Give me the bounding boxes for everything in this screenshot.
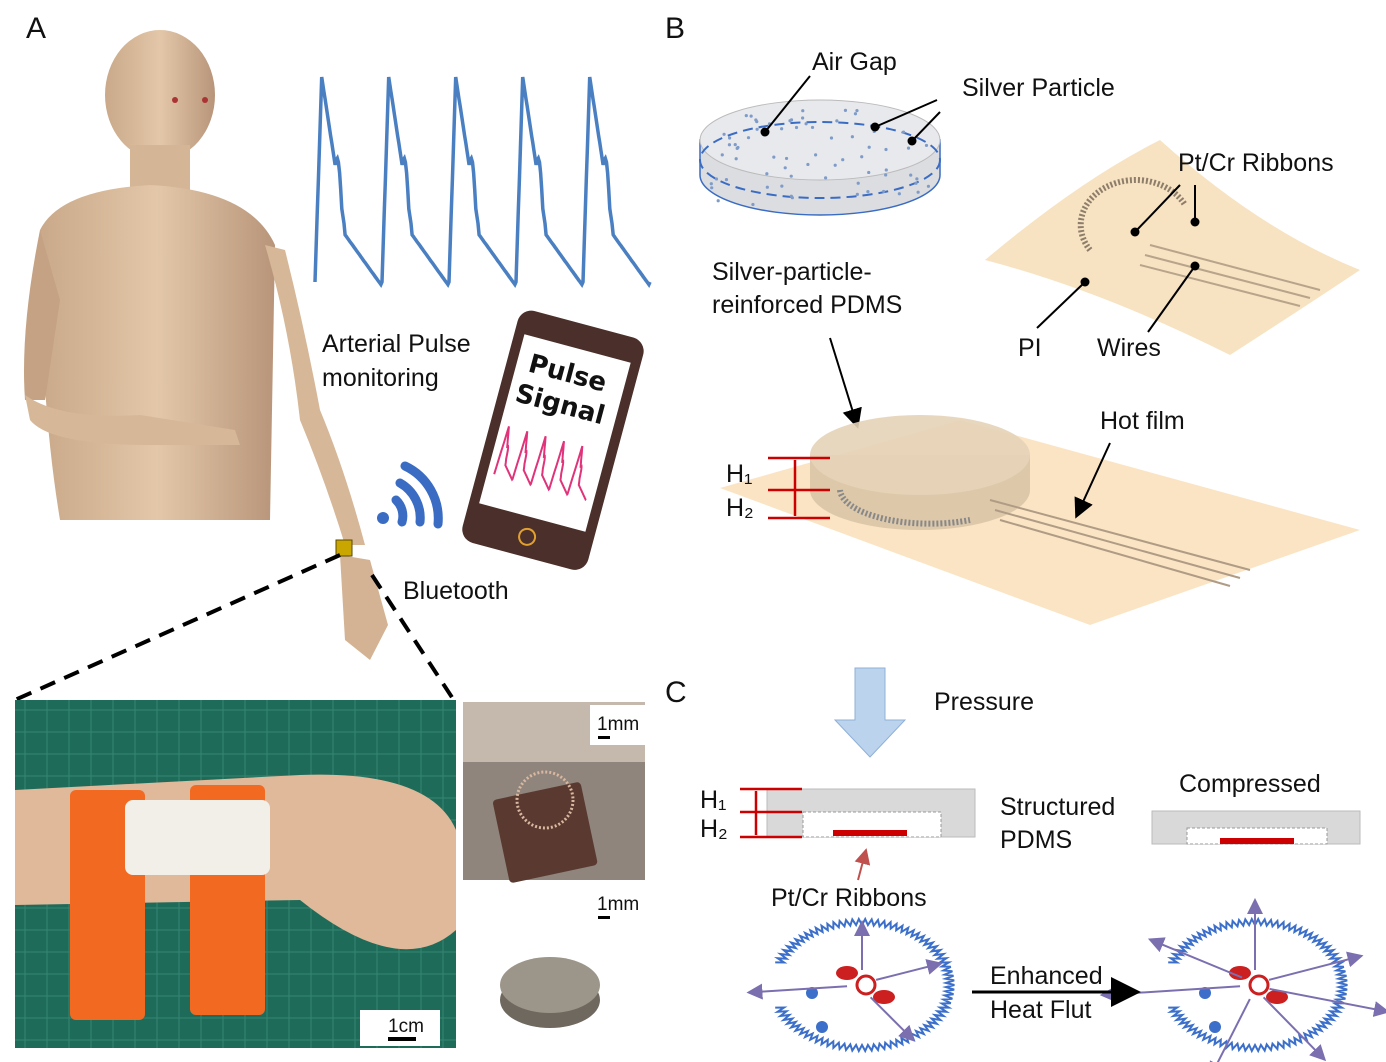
wristband-photo: 1cm (15, 700, 456, 1048)
enhanced-label-line1: Enhanced (990, 962, 1103, 990)
ribbon-bar (833, 830, 907, 836)
heat-flux-arrow (748, 986, 847, 992)
contact-pad (816, 1021, 828, 1033)
scale-label-sensor: 1mm (597, 714, 639, 735)
zoom-line-left (15, 555, 340, 700)
pressure-label: Pressure (934, 688, 1034, 716)
pdms-cylinder (700, 100, 940, 215)
h2-label-b: H₂ (726, 494, 754, 522)
heat-flux-arrow (1269, 956, 1361, 980)
contact-pad (1209, 1021, 1221, 1033)
heat-flux-arrow (876, 963, 941, 979)
pulse-waveform (315, 77, 650, 285)
enhanced-label-line2: Heat Flut (990, 996, 1091, 1024)
heat-flux-arrow (1150, 939, 1242, 977)
scale-label-disc: 1mm (597, 894, 639, 915)
phone: Pulse Signal (459, 308, 647, 573)
structured-pdms-section (740, 789, 975, 837)
h2-label-c: H₂ (700, 815, 728, 843)
bluetooth-label: Bluetooth (403, 577, 509, 605)
assembled-hot-film (720, 415, 1360, 625)
wires-label: Wires (1097, 334, 1161, 362)
pi-label: PI (1018, 334, 1042, 362)
structured-label-line1: Structured (1000, 793, 1115, 821)
h1-label-b: H₁ (726, 460, 753, 488)
heat-flux-arrow (1269, 989, 1386, 1012)
sensor-photo: 1mm (463, 702, 645, 883)
ribbons-label-c: Pt/Cr Ribbons (771, 884, 927, 912)
scale-bar-disc (598, 916, 610, 919)
scale-label-1cm: 1cm (388, 1016, 424, 1037)
pressure-arrow-icon (835, 668, 905, 757)
pdms-label-line2: reinforced PDMS (712, 291, 902, 319)
h1-label-c: H₁ (700, 786, 727, 814)
ribbon-coil (1168, 919, 1347, 1051)
pulse-label-line1: Arterial Pulse (322, 330, 471, 358)
hot-film-label: Hot film (1100, 407, 1185, 435)
heater-core (1250, 976, 1268, 994)
pulse-label-line2: monitoring (322, 364, 439, 392)
structured-label-line2: PDMS (1000, 826, 1072, 854)
silver-particle-label: Silver Particle (962, 74, 1115, 102)
heat-flux-arrow (871, 997, 914, 1040)
ribbons-label-b: Pt/Cr Ribbons (1178, 149, 1334, 177)
ribbon-coil (775, 919, 954, 1051)
panel-label-c: C (665, 676, 687, 709)
panel-label-b: B (665, 12, 685, 45)
panel-label-a: A (26, 12, 46, 45)
wireless-signal-icon (377, 466, 438, 524)
pdms-disc-photo: 1mm (500, 894, 639, 1028)
heater-pad (836, 966, 858, 980)
compressed-label: Compressed (1179, 770, 1321, 798)
compressed-pdms-section (1152, 811, 1360, 844)
scale-bar-1cm (388, 1037, 416, 1041)
air-gap-label: Air Gap (812, 48, 897, 76)
scale-bar-sensor (598, 736, 610, 739)
heat-flux-diagram-compressed (1102, 900, 1386, 1062)
heat-flux-diagram-normal (748, 919, 954, 1051)
heater-core (857, 976, 875, 994)
pdms-label-line1: Silver-particle- (712, 258, 872, 286)
